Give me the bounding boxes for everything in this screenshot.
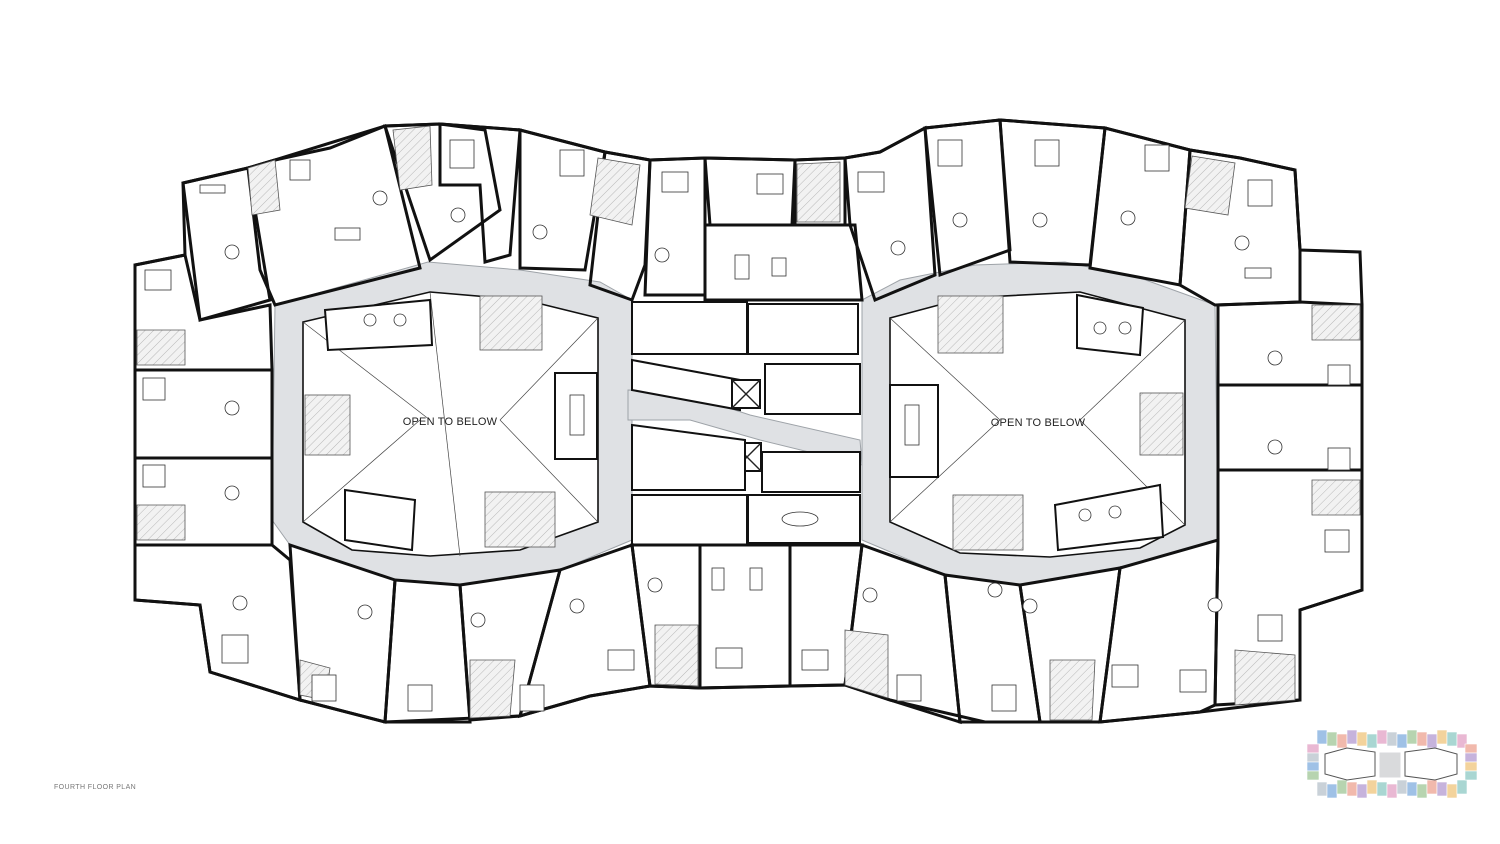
key-unit	[1456, 733, 1468, 749]
key-unit	[1326, 731, 1338, 747]
key-unit	[1446, 731, 1458, 747]
key-unit	[1406, 729, 1418, 745]
key-voids	[1324, 747, 1458, 781]
key-unit	[1426, 779, 1438, 795]
plan-caption: FOURTH FLOOR PLAN	[54, 784, 137, 791]
key-unit	[1416, 783, 1428, 799]
key-unit	[1316, 781, 1328, 797]
void-right	[889, 291, 1186, 558]
central-core	[631, 301, 861, 546]
key-unit	[1446, 783, 1458, 799]
key-unit	[1306, 752, 1320, 763]
key-core	[1378, 751, 1402, 779]
key-plan	[1306, 729, 1478, 799]
key-unit	[1436, 729, 1448, 745]
furniture	[142, 139, 1351, 712]
key-unit	[1456, 779, 1468, 795]
key-unit	[1376, 729, 1388, 745]
key-unit	[1464, 761, 1478, 772]
key-unit	[1386, 783, 1398, 799]
key-unit	[1356, 731, 1368, 747]
top-units	[181, 118, 1302, 322]
void-left-label: OPEN TO BELOW	[403, 416, 498, 428]
key-unit	[1406, 781, 1418, 797]
key-unit	[1306, 743, 1320, 754]
key-unit	[1346, 729, 1358, 745]
key-unit	[1366, 779, 1378, 795]
key-unit	[1396, 733, 1408, 749]
key-unit	[1464, 743, 1478, 754]
key-unit	[1426, 733, 1438, 749]
key-unit	[1396, 779, 1408, 795]
bottom-units	[288, 538, 1220, 725]
void-left	[302, 291, 599, 557]
key-unit	[1416, 731, 1428, 747]
key-unit	[1376, 781, 1388, 797]
key-unit	[1336, 733, 1348, 749]
balconies	[136, 125, 1361, 721]
key-unit	[1306, 770, 1320, 781]
void-right-label: OPEN TO BELOW	[991, 417, 1086, 429]
key-unit	[1436, 781, 1448, 797]
key-unit	[1316, 729, 1328, 745]
key-unit	[1366, 733, 1378, 749]
left-units	[133, 253, 302, 703]
key-unit	[1464, 770, 1478, 781]
key-unit	[1306, 761, 1320, 772]
key-unit	[1326, 783, 1338, 799]
key-unit	[1336, 779, 1348, 795]
key-unit	[1386, 731, 1398, 747]
key-unit	[1464, 752, 1478, 763]
key-unit	[1346, 781, 1358, 797]
key-unit	[1356, 783, 1368, 799]
